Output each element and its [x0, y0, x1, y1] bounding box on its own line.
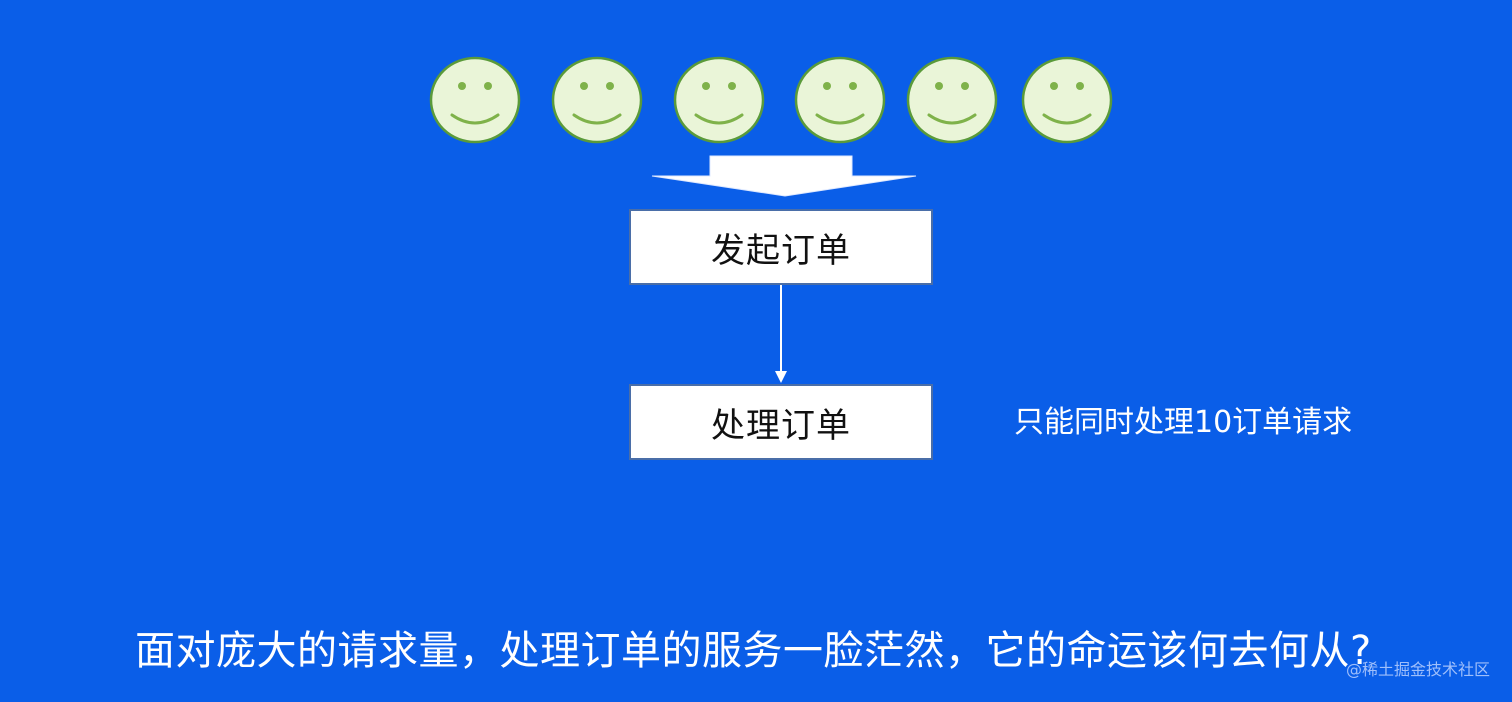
smiley-face-icon: [550, 55, 644, 145]
users-row: [0, 0, 1512, 160]
smiley-face-icon: [672, 55, 766, 145]
start-order-node: 发起订单: [629, 209, 933, 285]
subtitle-caption: 面对庞大的请求量，处理订单的服务一脸茫然，它的命运该何去何从?: [135, 628, 1372, 674]
start-order-label: 发起订单: [711, 230, 851, 271]
smiley-face-icon: [1020, 55, 1114, 145]
smiley-face-icon: [793, 55, 887, 145]
flow-arrow-icon: [771, 285, 791, 385]
smiley-face-icon: [428, 55, 522, 145]
process-order-node: 处理订单: [629, 384, 933, 460]
capacity-note: 只能同时处理10订单请求: [1014, 405, 1353, 440]
block-arrow-down-icon: [640, 150, 930, 202]
smiley-face-icon: [905, 55, 999, 145]
process-order-label: 处理订单: [711, 405, 851, 446]
watermark: @稀土掘金技术社区: [1345, 660, 1490, 679]
